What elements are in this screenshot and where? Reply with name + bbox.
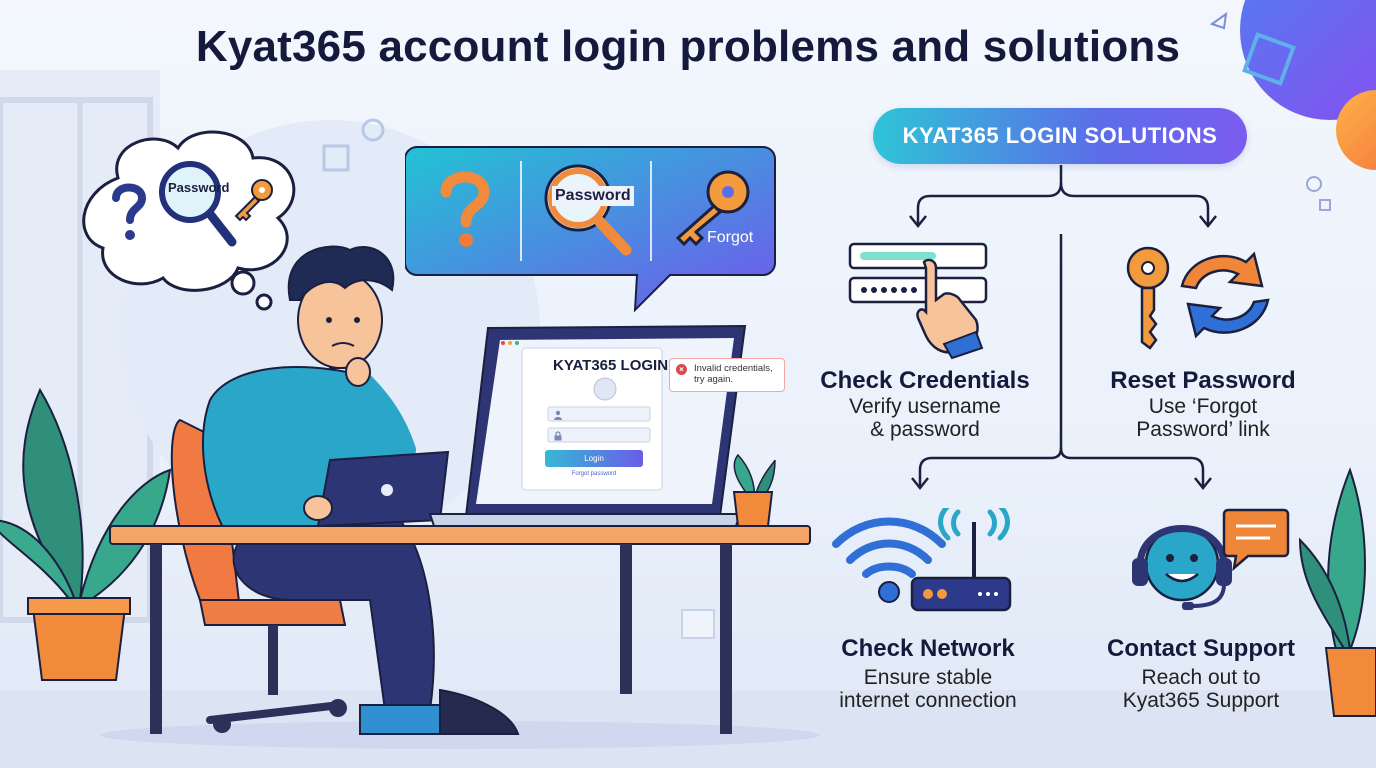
solution-desc-reset-password: Use ‘Forgot Password’ link <box>1098 395 1308 441</box>
magnifier-icon <box>159 161 237 247</box>
solution-desc-line: Kyat365 Support <box>1122 689 1280 712</box>
solution-title-contact-support: Contact Support <box>1107 635 1295 662</box>
page-title: Kyat365 account login problems and solut… <box>195 22 1181 71</box>
solution-title-reset-password: Reset Password <box>1110 367 1296 394</box>
login-button[interactable]: Login <box>545 450 643 467</box>
error-line-1: Invalid credentials, <box>694 363 773 374</box>
key-icon <box>234 179 273 222</box>
solution-desc-line: Reach out to <box>1141 666 1261 689</box>
support-headset-icon <box>1132 508 1290 610</box>
solution-desc-contact-support: Reach out to Kyat365 Support <box>1090 666 1312 712</box>
lock-icon <box>554 431 562 441</box>
wifi-router-icon <box>832 508 1012 612</box>
solution-desc-line: Use ‘Forgot <box>1148 395 1258 418</box>
user-icon <box>554 410 562 420</box>
solution-desc-line: Verify username <box>849 395 1001 418</box>
speech-forgot-label: Forgot <box>707 229 754 246</box>
solution-desc-check-credentials: Verify username & password <box>820 395 1030 441</box>
solution-desc-line: & password <box>870 418 980 441</box>
solution-title-check-credentials: Check Credentials <box>820 367 1030 394</box>
speech-password-label: Password <box>552 186 634 206</box>
question-mark-icon <box>440 171 490 247</box>
solution-title-check-network: Check Network <box>841 635 1015 662</box>
thought-password-label: Password <box>168 180 230 195</box>
key-refresh-icon <box>1126 246 1270 350</box>
solution-desc-check-network: Ensure stable internet connection <box>808 666 1048 712</box>
solution-desc-line: internet connection <box>839 689 1017 712</box>
laptop-login-title: KYAT365 LOGIN <box>553 357 669 374</box>
solution-desc-line: Password’ link <box>1136 418 1270 441</box>
solution-desc-line: Ensure stable <box>863 666 993 689</box>
forgot-password-link[interactable]: Forgot password <box>571 471 617 477</box>
error-tooltip: × Invalid credentials, try again. <box>669 358 785 392</box>
question-mark-icon <box>112 183 147 240</box>
login-form-hand-icon <box>848 242 988 360</box>
error-icon: × <box>676 364 687 375</box>
solutions-header: KYAT365 LOGIN SOLUTIONS <box>873 108 1247 164</box>
key-icon <box>675 170 750 246</box>
error-line-2: try again. <box>694 374 734 385</box>
